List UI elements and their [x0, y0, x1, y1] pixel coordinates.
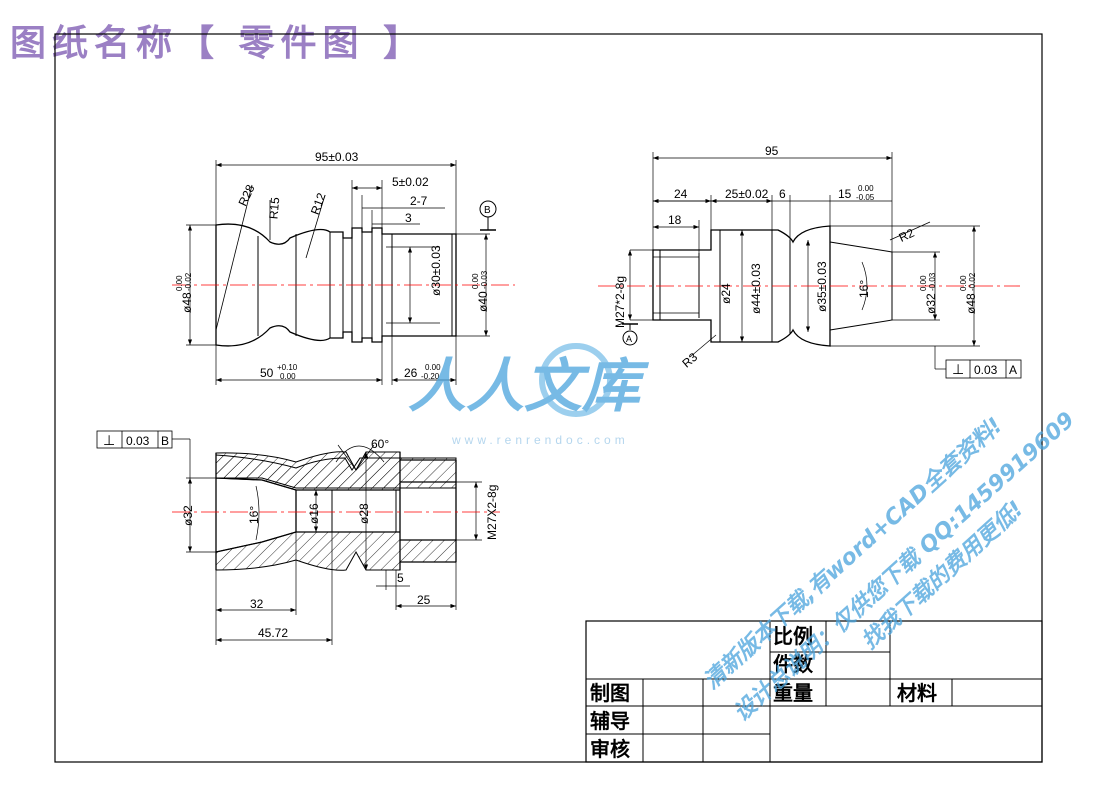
- watermark: 人人文库 www.renrendoc.com 清新版本下载,有word+CAD全…: [408, 343, 1080, 727]
- svg-text:0.00: 0.00: [280, 372, 296, 381]
- dim-overall-length: 95±0.03: [315, 150, 359, 164]
- dim-32: 32: [250, 597, 264, 611]
- title-block: [585, 620, 1043, 763]
- dim-24: 24: [674, 187, 688, 201]
- dim-phi24: ø24: [719, 283, 733, 304]
- dim-18: 18: [668, 213, 682, 227]
- datum-a-symbol: [622, 330, 638, 346]
- svg-text:0.00: 0.00: [919, 275, 928, 291]
- dim-phi28: ø28: [357, 503, 371, 524]
- tb-review-label: 审核: [590, 737, 630, 761]
- svg-text:0.00: 0.00: [858, 184, 874, 193]
- drawing-frame: [54, 33, 1043, 763]
- watermark-logo: 人人文库: [408, 352, 650, 420]
- svg-text:+0.10: +0.10: [277, 363, 298, 372]
- dim-2-7: 2-7: [410, 194, 428, 208]
- dim-25: 25±0.02: [725, 187, 769, 201]
- dim-6: 6: [779, 187, 786, 201]
- svg-text:0.00: 0.00: [425, 363, 441, 372]
- svg-text:-0.20: -0.20: [421, 372, 440, 381]
- svg-text:0.00: 0.00: [471, 273, 480, 289]
- tb-drawn-label: 制图: [590, 681, 630, 705]
- dim-phi40: ø40: [476, 291, 490, 312]
- gtol-frame-b: [96, 430, 173, 449]
- drawing-title: 图纸名称【 零件图 】: [10, 22, 426, 64]
- dim-4572: 45.72: [258, 626, 288, 640]
- watermark-logo-icon: [539, 343, 613, 417]
- gtol-a-symbol: ⊥: [952, 361, 964, 377]
- dim-95: 95: [765, 144, 779, 158]
- tb-weight-label: 重量: [773, 681, 813, 705]
- svg-text:-0.02: -0.02: [184, 272, 193, 291]
- watermark-url: www.renrendoc.com: [451, 433, 629, 447]
- dim-phi44: ø44±0.03: [749, 263, 763, 314]
- dim-50: 50: [260, 366, 274, 380]
- datum-b-label: B: [484, 205, 491, 216]
- dim-16deg: 16°: [857, 280, 871, 298]
- svg-text:-0.02: -0.02: [968, 272, 977, 291]
- watermark-line2: 设计总说明：仅供您下载 QQ:1459919609: [729, 407, 1080, 727]
- svg-text:-0.03: -0.03: [480, 270, 489, 289]
- dim-5: 5±0.02: [392, 175, 429, 189]
- gtol-b-datum: B: [161, 434, 169, 448]
- gtol-a-value: 0.03: [974, 363, 998, 377]
- dim-r28: R28: [236, 182, 258, 208]
- dim-60deg: 60°: [371, 437, 389, 451]
- dim-26: 26: [404, 366, 418, 380]
- dim-phi16: ø16: [307, 503, 321, 524]
- dim-5-sec: 5: [397, 571, 404, 585]
- dim-phi48: ø48: [180, 292, 194, 313]
- dim-r12: R12: [308, 191, 329, 217]
- svg-text:-0.03: -0.03: [928, 272, 937, 291]
- svg-text:-0.05: -0.05: [856, 193, 875, 202]
- part-section-view: [96, 430, 482, 645]
- dim-25-sec: 25: [417, 593, 431, 607]
- dim-r2: R2: [897, 226, 917, 245]
- dim-phi35: ø35±0.03: [815, 261, 829, 312]
- dim-16deg-sec: 16°: [247, 506, 261, 524]
- dim-15: 15: [838, 187, 852, 201]
- svg-text:0.00: 0.00: [959, 275, 968, 291]
- gtol-a-datum: A: [1009, 363, 1017, 377]
- dim-m27: M27*2-8g: [613, 276, 627, 328]
- dim-m27-sec: M27X2-8g: [485, 485, 499, 540]
- dim-3: 3: [405, 211, 412, 225]
- gtol-b-value: 0.03: [126, 434, 150, 448]
- tb-scale-label: 比例: [773, 624, 813, 648]
- tb-count-label: 件数: [773, 652, 814, 676]
- dim-r15: R15: [266, 196, 282, 219]
- dim-phi48-r: ø48: [964, 293, 978, 314]
- dim-phi32: ø32: [924, 293, 938, 314]
- dim-phi30: ø30±0.03: [429, 245, 443, 296]
- dim-r3: R3: [679, 350, 700, 371]
- svg-text:0.00: 0.00: [175, 275, 184, 291]
- tb-guide-label: 辅导: [590, 709, 630, 733]
- gtol-b-symbol: ⊥: [103, 432, 115, 448]
- datum-a-label: A: [626, 334, 632, 344]
- dim-phi32-sec: ø32: [181, 505, 195, 526]
- tb-material-label: 材料: [897, 681, 937, 705]
